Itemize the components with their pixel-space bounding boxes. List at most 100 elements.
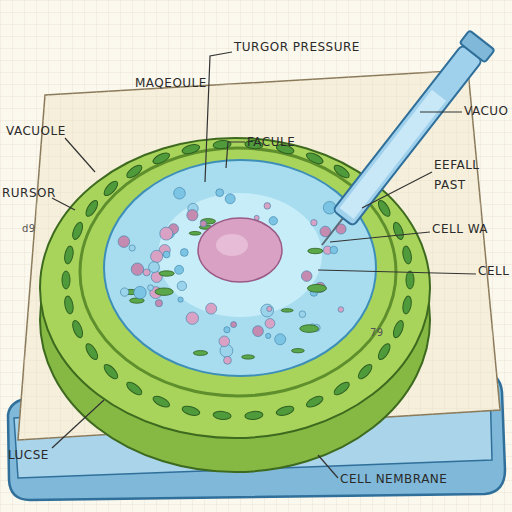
organelle <box>178 297 183 302</box>
chloroplast <box>84 342 100 362</box>
part-label: MAQEOULE <box>135 76 207 90</box>
chloroplast <box>356 362 374 381</box>
chloroplast <box>332 380 351 397</box>
organelle <box>193 351 207 356</box>
organelle <box>160 227 173 240</box>
organelle <box>129 245 135 251</box>
chloroplast <box>213 411 232 421</box>
organelle <box>242 355 255 359</box>
organelle <box>330 246 338 254</box>
organelle <box>224 356 232 364</box>
organelle <box>308 248 323 253</box>
chloroplast <box>275 404 295 417</box>
chloroplast <box>213 140 232 150</box>
organelle <box>134 286 146 298</box>
chloroplast <box>63 295 74 314</box>
organelle <box>189 232 201 236</box>
part-label: CELL WA <box>432 222 488 236</box>
organelle <box>120 288 128 296</box>
organelle <box>131 263 143 275</box>
organelle <box>163 251 170 258</box>
cell-membrane <box>80 148 396 396</box>
organelle <box>308 284 327 292</box>
chloroplast <box>391 319 405 339</box>
chloroplast <box>391 221 405 241</box>
leader-line <box>330 232 430 242</box>
part-label: PAST <box>434 178 466 192</box>
chloroplast <box>376 199 392 219</box>
chloroplast <box>181 404 201 417</box>
chloroplast <box>406 271 414 289</box>
part-label: CELL <box>478 264 509 278</box>
chloroplast <box>71 319 85 339</box>
organelle <box>299 311 306 318</box>
part-label: VACUOLE <box>6 124 66 138</box>
chloroplast <box>376 342 392 362</box>
syringe <box>309 30 494 255</box>
organelle <box>231 322 237 328</box>
chloroplast <box>63 245 74 264</box>
organelle <box>187 210 198 221</box>
leader-line <box>205 52 232 182</box>
organelle <box>186 312 198 324</box>
organelle <box>155 300 162 307</box>
organelle <box>159 271 174 276</box>
part-label: TURGOR PRESSURE <box>234 40 360 54</box>
leader-line <box>65 138 95 172</box>
organelle <box>148 285 154 291</box>
leader-line <box>52 400 104 448</box>
chloroplast <box>102 362 120 381</box>
organelle <box>338 307 344 313</box>
organelle <box>200 221 206 227</box>
chloroplast <box>62 271 70 289</box>
organelle <box>301 271 312 282</box>
part-label: EEFALL <box>434 158 480 172</box>
chloroplast <box>181 143 201 156</box>
chloroplast <box>245 411 264 421</box>
organelle <box>219 336 230 347</box>
syringe-barrel <box>333 45 483 226</box>
part-label: VACUO <box>464 104 509 118</box>
organelle <box>216 189 224 197</box>
organelle <box>174 187 186 199</box>
chloroplast <box>402 245 413 264</box>
chloroplast <box>332 163 351 180</box>
organelle <box>265 319 275 329</box>
organelle <box>292 349 305 353</box>
organelle <box>175 265 184 274</box>
chloroplast <box>71 221 85 241</box>
leader-line <box>318 455 338 478</box>
organelle <box>225 194 235 204</box>
syringe-cap <box>460 30 495 62</box>
vacuole <box>104 160 376 376</box>
chloroplast <box>305 394 325 409</box>
leader-line <box>318 270 476 274</box>
part-label: LUCSE <box>8 448 49 462</box>
leader-line <box>420 111 462 112</box>
cytoplasm-center <box>158 193 322 317</box>
part-label: d9 <box>22 222 36 236</box>
organelle <box>267 306 272 311</box>
chloroplast <box>151 394 171 409</box>
organelle <box>177 281 186 290</box>
part-label: CELL NEMBRANE <box>340 472 447 486</box>
chloroplast <box>305 151 325 166</box>
organelle <box>253 326 264 337</box>
chloroplast <box>102 179 120 198</box>
chloroplast <box>151 151 171 166</box>
chloroplast <box>125 163 144 180</box>
chloroplast <box>125 380 144 397</box>
nucleolus <box>216 234 248 256</box>
organelle <box>155 288 173 295</box>
nucleus <box>198 218 282 282</box>
chloroplast <box>402 295 413 314</box>
part-label: FACULE <box>247 135 295 149</box>
leader-line <box>226 142 245 168</box>
organelle <box>275 334 286 345</box>
part-label: RURSOR <box>2 186 56 200</box>
organelle <box>206 303 217 314</box>
organelle <box>264 203 271 210</box>
syringe-fluid <box>340 90 447 219</box>
leader-line <box>362 172 432 208</box>
